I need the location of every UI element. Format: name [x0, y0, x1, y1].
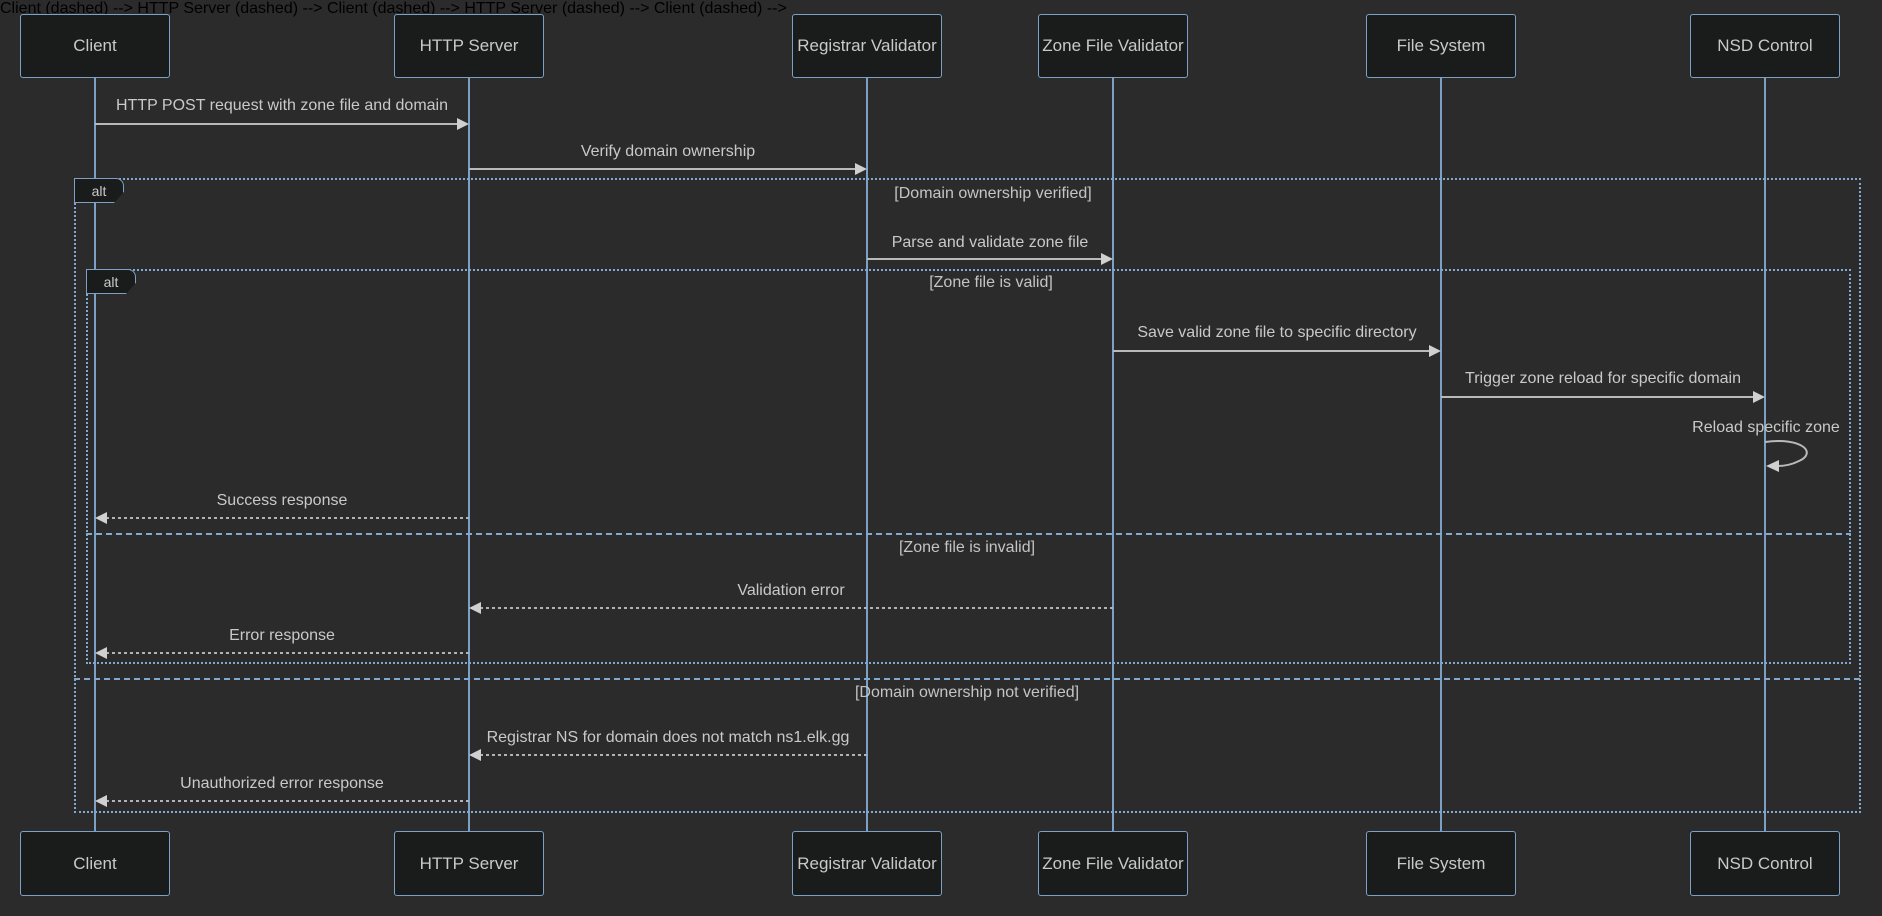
actor-top-zone-file-validator: Zone File Validator: [1038, 14, 1188, 78]
actor-top-http-server: HTTP Server: [394, 14, 544, 78]
guard-zone-file-valid: [Zone file is valid]: [929, 274, 1053, 291]
message-validation-error-arrowhead: [469, 602, 481, 614]
message-validation-error-label: Validation error: [737, 582, 845, 599]
message-registrar-ns-arrowhead: [469, 749, 481, 761]
actor-bottom-file-system: File System: [1366, 831, 1516, 896]
message-parse-validate-arrowhead: [1101, 253, 1113, 265]
message-success-line: [106, 517, 469, 519]
guard-zone-file-invalid: [Zone file is invalid]: [898, 539, 1036, 556]
lifeline-file-system: [1440, 78, 1442, 831]
alt-frame-outer-divider: [74, 678, 1861, 680]
message-trigger-reload-label: Trigger zone reload for specific domain: [1465, 370, 1741, 387]
lifeline-registrar-validator: [866, 78, 868, 831]
message-trigger-reload-arrowhead: [1753, 391, 1765, 403]
lifeline-nsd-control: [1764, 78, 1766, 831]
message-success-arrowhead: [95, 512, 107, 524]
actor-bottom-registrar-validator: Registrar Validator: [792, 831, 942, 896]
message-http-post-arrowhead: [457, 118, 469, 130]
message-unauthorized-arrowhead: [95, 795, 107, 807]
message-trigger-reload-line: [1441, 396, 1753, 398]
message-save-zone-line: [1113, 350, 1429, 352]
message-validation-error-line: [480, 607, 1113, 609]
alt-frame-inner-divider: [86, 533, 1851, 535]
message-unauthorized-label: Unauthorized error response: [180, 775, 384, 792]
guard-domain-ownership-verified: [Domain ownership verified]: [894, 185, 1092, 202]
actor-bottom-zone-file-validator: Zone File Validator: [1038, 831, 1188, 896]
actor-top-nsd-control: NSD Control: [1690, 14, 1840, 78]
actor-top-file-system: File System: [1366, 14, 1516, 78]
message-success-label: Success response: [216, 492, 348, 509]
actor-bottom-http-server: HTTP Server: [394, 831, 544, 896]
actor-bottom-nsd-control: NSD Control: [1690, 831, 1840, 896]
message-verify-ownership-label: Verify domain ownership: [580, 143, 756, 160]
message-save-zone-label: Save valid zone file to specific directo…: [1137, 324, 1417, 341]
message-registrar-ns-label: Registrar NS for domain does not match n…: [486, 729, 850, 746]
message-http-post-line: [95, 123, 457, 125]
lifeline-client: [94, 78, 96, 831]
message-parse-validate-label: Parse and validate zone file: [891, 234, 1089, 251]
message-verify-ownership-line: [469, 168, 855, 170]
lifeline-http-server: [468, 78, 470, 831]
message-http-post-label: HTTP POST request with zone file and dom…: [115, 97, 449, 114]
message-reload-zone-label: Reload specific zone: [1692, 419, 1840, 436]
message-parse-validate-line: [867, 258, 1101, 260]
alt-frame-outer: [74, 178, 1861, 813]
message-unauthorized-line: [106, 800, 469, 802]
lifeline-zone-file-validator: [1112, 78, 1114, 831]
alt-operator-label-inner: alt: [86, 269, 136, 294]
message-verify-ownership-arrowhead: [855, 163, 867, 175]
alt-operator-label-outer: alt: [74, 178, 124, 203]
message-error-response-line: [106, 652, 469, 654]
alt-frame-inner: [86, 269, 1851, 664]
actor-bottom-client: Client: [20, 831, 170, 896]
actor-top-registrar-validator: Registrar Validator: [792, 14, 942, 78]
message-save-zone-arrowhead: [1429, 345, 1441, 357]
message-error-response-arrowhead: [95, 647, 107, 659]
actor-top-client: Client: [20, 14, 170, 78]
guard-domain-ownership-not-verified: [Domain ownership not verified]: [854, 684, 1080, 701]
message-registrar-ns-line: [480, 754, 867, 756]
message-reload-zone-self-loop: [1764, 440, 1808, 472]
message-error-response-label: Error response: [229, 627, 335, 644]
